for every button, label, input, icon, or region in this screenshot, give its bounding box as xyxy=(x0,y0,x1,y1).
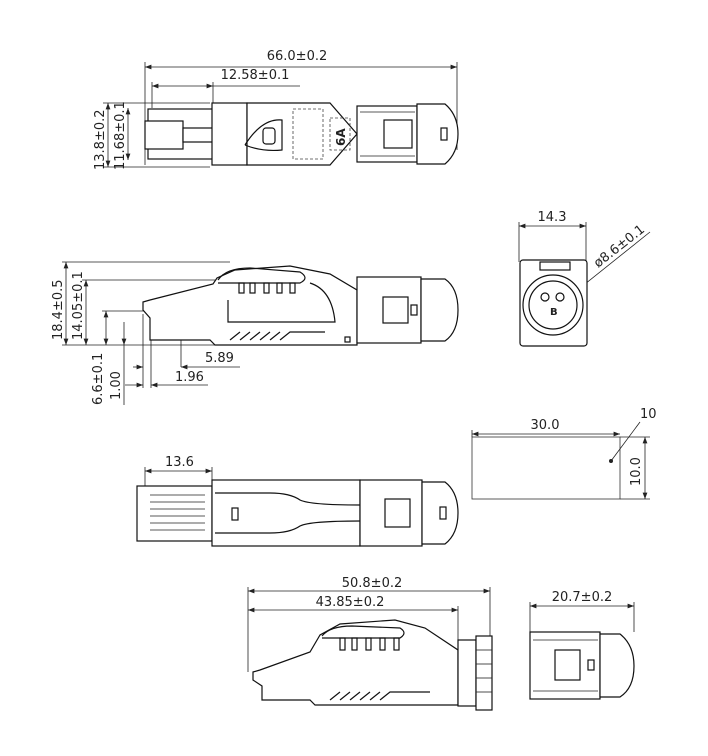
latch-height-dim: 14.05±0.1 xyxy=(71,271,86,340)
contact-offset-dim: 12.58±0.1 xyxy=(221,68,290,83)
cable-diameter-dim: ø8.6±0.1 xyxy=(591,222,648,271)
label-width-dim: 30.0 xyxy=(531,418,560,433)
angled-overall-length-dim: 50.8±0.2 xyxy=(342,576,403,591)
base-offset-dim: 1.00 xyxy=(109,371,124,400)
callout-label: 10 xyxy=(640,407,657,422)
overall-length-dim: 66.0±0.2 xyxy=(267,49,328,64)
angled-view: 50.8±0.2 43.85±0.2 20.7±0.2 xyxy=(247,576,635,711)
label-view: 30.0 10.0 10 xyxy=(471,407,657,500)
angled-body-length-dim: 43.85±0.2 xyxy=(316,595,385,610)
side-view: 18.4±0.5 14.05±0.1 6.6±0.1 1.00 5.89 1.9… xyxy=(51,261,459,405)
plug-height-dim: 6.6±0.1 xyxy=(91,353,106,405)
top-view: 66.0±0.2 12.58±0.1 13.8±0.2 11.68±0.1 6A xyxy=(93,49,459,170)
dim-1-96: 1.96 xyxy=(175,370,204,385)
bottom-view: 13.6 xyxy=(136,455,459,547)
dim-5-89: 5.89 xyxy=(205,351,234,366)
height-dim: 13.8±0.2 xyxy=(93,109,108,170)
inner-height-dim: 11.68±0.1 xyxy=(113,101,128,170)
total-height-dim: 18.4±0.5 xyxy=(51,279,66,340)
plug-length-dim: 13.6 xyxy=(165,455,194,470)
end-width-angled-dim: 20.7±0.2 xyxy=(552,590,613,605)
pair-label: B xyxy=(550,307,558,318)
label-height-dim: 10.0 xyxy=(629,457,644,486)
end-width-dim: 14.3 xyxy=(538,210,567,225)
end-view: 14.3 ø8.6±0.1 B xyxy=(518,210,651,347)
category-mark: 6A xyxy=(334,128,348,146)
